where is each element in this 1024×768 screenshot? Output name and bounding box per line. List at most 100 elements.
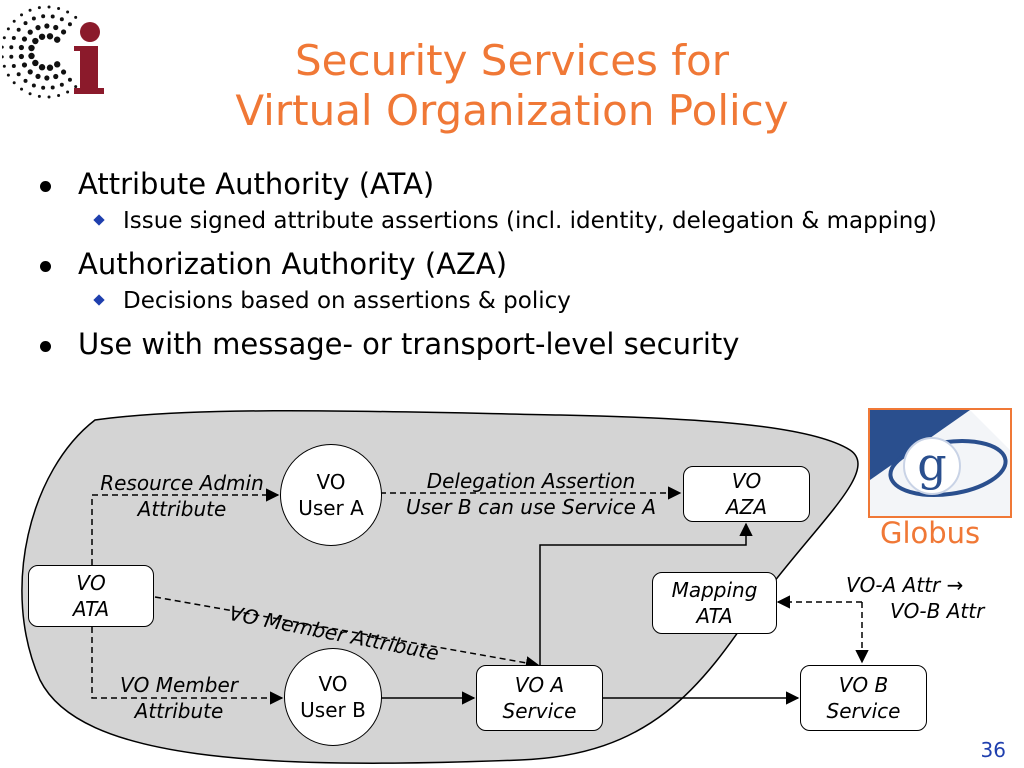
- logo-dot: [6, 27, 10, 31]
- logo-dot: [28, 44, 35, 52]
- logo-dot: [32, 59, 39, 67]
- logo-dot: [23, 21, 28, 26]
- logo-dot: [2, 36, 6, 40]
- logo-dot: [28, 52, 35, 60]
- bullet-item: Use with message- or transport-level sec…: [40, 326, 1010, 362]
- logo-dot: [46, 33, 54, 40]
- svg-text:g: g: [917, 437, 946, 491]
- logo-dot: [23, 78, 28, 83]
- logo-dot: [18, 44, 24, 51]
- logo-dot: [74, 15, 78, 19]
- service-a-to-aza-link: [539, 522, 753, 665]
- logo-dot: [11, 36, 16, 41]
- logo-dot: [31, 83, 36, 88]
- logo-dot: [18, 53, 24, 60]
- ata-to-service-a-link: [154, 596, 540, 670]
- logo-dot: [60, 69, 67, 75]
- logo-dot: [67, 77, 72, 82]
- logo-dot: [44, 23, 50, 29]
- logo-dot: [37, 94, 41, 98]
- logo-dot: [53, 73, 59, 80]
- logo-dot: [41, 14, 46, 19]
- globus-logo: g: [868, 408, 1012, 518]
- logo-dot: [21, 36, 28, 42]
- logo-dot: [53, 61, 61, 68]
- page-number: 36: [980, 738, 1006, 762]
- logo-i-stem: [80, 46, 98, 92]
- logo-dot: [31, 16, 36, 21]
- ci-logo: [2, 5, 104, 99]
- logo-dot: [57, 7, 61, 11]
- logo-dot: [9, 45, 14, 50]
- logo-dot: [46, 64, 54, 71]
- logo-dot: [28, 92, 32, 96]
- logo-dot: [50, 14, 55, 19]
- bullet-dot-icon: [40, 261, 51, 272]
- logo-dot: [35, 73, 41, 79]
- logo-dot: [20, 13, 24, 17]
- slide-title: Security Services for Virtual Organizati…: [120, 36, 904, 136]
- logo-dot: [16, 27, 21, 32]
- vo-attr-mapping-label: VO-A Attr →VO-B Attr: [846, 573, 985, 623]
- logo-dot: [32, 37, 39, 45]
- logo-dot: [2, 64, 6, 68]
- logo-dot: [38, 64, 46, 71]
- logo-dot: [67, 22, 72, 27]
- sub-bullet-item: Decisions based on assertions & policy: [40, 286, 1010, 316]
- logo-dot: [53, 36, 61, 43]
- title-line-2: Virtual Organization Policy: [235, 86, 789, 135]
- logo-dot: [27, 29, 33, 35]
- logo-i-dot: [80, 22, 100, 42]
- logo-dot: [53, 24, 59, 31]
- logo-dot: [2, 45, 4, 49]
- logo-dot: [44, 75, 50, 81]
- logo-dot: [38, 33, 46, 40]
- logo-dot: [47, 5, 51, 9]
- logo-dot: [66, 90, 70, 94]
- logo-dot: [2, 55, 4, 59]
- logo-dot: [6, 73, 10, 77]
- logo-dot: [47, 95, 51, 99]
- logo-dot: [41, 85, 46, 90]
- logo-dot: [37, 6, 41, 10]
- bullet-dot-icon: [40, 341, 51, 352]
- bullet-item: Attribute Authority (ATA): [40, 166, 1010, 202]
- ata-to-user-b-link: [91, 627, 284, 705]
- globus-logo-icon: g: [870, 410, 1010, 497]
- logo-dot: [35, 25, 41, 31]
- logo-dot: [12, 81, 16, 85]
- logo-dot: [28, 8, 32, 12]
- ata-to-user-a-link: [91, 488, 280, 565]
- sub-bullet-item: Issue signed attribute assertions (incl.…: [40, 206, 1010, 236]
- globus-label: Globus: [880, 516, 981, 550]
- logo-dot: [57, 93, 61, 97]
- logo-dot: [20, 87, 24, 91]
- logo-dot: [59, 17, 64, 22]
- bullet-dot-icon: [40, 181, 51, 192]
- logo-dot: [59, 82, 64, 87]
- logo-dot: [66, 10, 70, 14]
- logo-dot: [50, 85, 55, 90]
- logo-dot: [74, 85, 78, 89]
- title-line-1: Security Services for: [294, 36, 730, 85]
- bullet-item: Authorization Authority (AZA): [40, 246, 1010, 282]
- logo-dot: [60, 29, 67, 35]
- logo-dot: [11, 63, 16, 68]
- logo-dot: [9, 54, 14, 59]
- logo-dot: [27, 69, 33, 75]
- logo-dot: [12, 19, 16, 23]
- logo-dot: [16, 72, 21, 77]
- logo-dot: [21, 62, 28, 68]
- bullet-list: Attribute Authority (ATA) Issue signed a…: [40, 166, 1010, 362]
